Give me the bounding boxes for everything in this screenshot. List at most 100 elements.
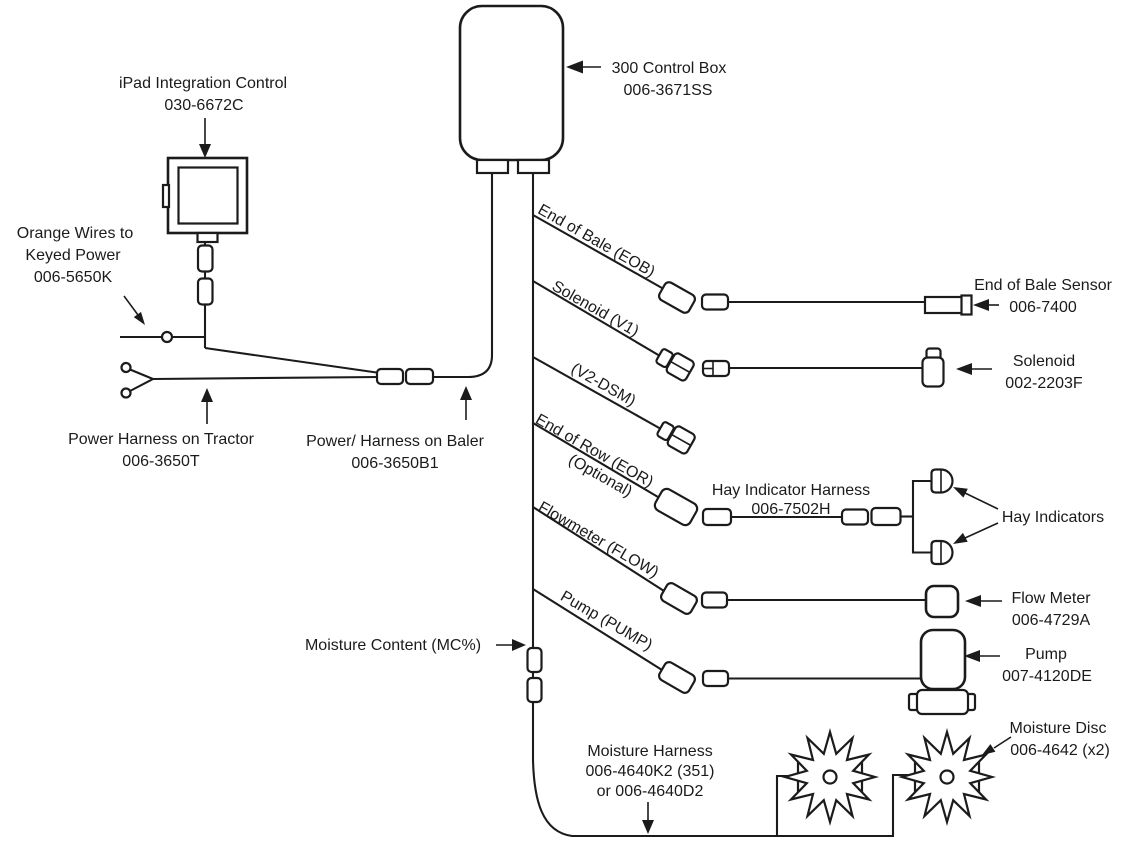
hay-pointer-top-line <box>964 492 999 510</box>
ipad-pointer-arrow-icon <box>199 144 211 158</box>
moisture-disc-pointer-arrow-icon <box>982 744 996 755</box>
ring-terminal-1 <box>120 361 132 374</box>
flow-plug <box>660 582 698 615</box>
tractor-harness-part: 006-3650T <box>122 453 200 470</box>
control-box-pointer-arrow-icon <box>566 60 583 74</box>
wire-control-to-baler-harness <box>433 173 494 379</box>
moisture-harness: Moisture Harness 006-4640K2 (351) or 006… <box>586 743 714 834</box>
branch-eob: End of Bale (EOB) End of Bale Sensor 006… <box>532 201 1113 316</box>
wire-pump <box>532 588 663 671</box>
eob-plug <box>657 281 697 314</box>
keyed-power: Orange Wires to Keyed Power 006-5650K <box>17 225 205 344</box>
eob-sensor-tip <box>960 294 973 316</box>
pump-label: Pump <box>1025 646 1067 663</box>
ring-terminal-2 <box>120 387 132 399</box>
flow-meter-body <box>924 584 960 619</box>
moisture-content: Moisture Content (MC%) <box>305 637 543 704</box>
keyed-power-label-1: Orange Wires to <box>17 225 134 242</box>
eob-sensor-body <box>923 295 964 315</box>
wire-v2 <box>532 356 662 430</box>
tractor-harness-label: Power Harness on Tractor <box>68 431 255 448</box>
hay-pointer-top-arrow-icon <box>953 487 968 498</box>
pump-body <box>919 628 967 691</box>
harness-connector-a <box>375 367 405 386</box>
flow-meter-label: Flow Meter <box>1011 590 1091 607</box>
pump-receptacle <box>701 669 730 688</box>
wire-v2-label: (V2-DSM) <box>568 360 638 410</box>
keyed-power-label-2: Keyed Power <box>25 247 121 264</box>
hay-pointer-bottom-line <box>964 522 999 539</box>
solenoid-pointer-arrow-icon <box>956 363 972 375</box>
flow-meter-part: 006-4729A <box>1012 612 1091 629</box>
hay-connector-a <box>840 508 870 526</box>
moisture-harness-label-1: Moisture Harness <box>587 743 712 760</box>
v1-plug-divider <box>670 360 691 374</box>
eor-plug <box>653 487 699 527</box>
disc-1-hub <box>822 769 838 785</box>
solenoid-label: Solenoid <box>1013 353 1075 370</box>
branch-v1: Solenoid (V1) Solenoid 002-2203F <box>532 278 1083 392</box>
flow-meter-pointer-arrow-icon <box>965 595 981 607</box>
keyed-power-bead <box>160 330 174 344</box>
flow-receptacle <box>700 591 729 609</box>
pump-pointer-arrow-icon <box>964 650 980 662</box>
wire-flow-label: Flowmeter (FLOW) <box>535 499 661 582</box>
moisture-harness-label-3: or 006-4640D2 <box>597 783 704 800</box>
wire-eor <box>532 422 659 498</box>
hay-harness-part: 006-7502H <box>751 501 830 518</box>
wire-hay-split-bottom <box>911 516 932 554</box>
wire-flow <box>532 506 665 592</box>
control-box-label: 300 Control Box <box>612 60 727 77</box>
baler-pointer-arrow-icon <box>460 386 472 400</box>
ipad-control-label: iPad Integration Control <box>119 75 287 92</box>
mc-connector-1 <box>526 646 543 674</box>
keyed-power-pointer-arrow-icon <box>133 311 145 325</box>
wire-eob <box>532 214 663 289</box>
pump-part: 007-4120DE <box>1002 668 1092 685</box>
hay-pointer-bottom-arrow-icon <box>953 532 968 544</box>
control-box-tab-left <box>475 158 510 175</box>
tractor-harness: Power Harness on Tractor 006-3650T <box>68 346 381 470</box>
disc-2-hub <box>939 769 955 785</box>
moisture-disc-part: 006-4642 (x2) <box>1010 742 1110 759</box>
ipad-integration-control: iPad Integration Control 030-6672C <box>119 75 287 348</box>
baler-harness-label: Power/ Harness on Baler <box>306 433 485 450</box>
baler-harness-part: 006-3650B1 <box>351 455 438 472</box>
v2-plug-divider <box>671 433 692 447</box>
mc-connector-2 <box>526 676 543 704</box>
monitor-side-button <box>161 183 171 209</box>
eob-sensor-pointer-arrow-icon <box>973 299 989 311</box>
ipad-control-part: 030-6672C <box>164 97 243 114</box>
hay-indicator-top <box>930 468 954 494</box>
harness-connector-b <box>404 367 435 386</box>
wire-hay-split-top <box>911 479 932 517</box>
tractor-harness-wire <box>152 375 381 381</box>
monitor-stand <box>196 231 219 244</box>
pump-base <box>915 688 970 716</box>
moisture-harness-pointer-arrow-icon <box>642 820 654 834</box>
solenoid-part: 002-2203F <box>1005 375 1083 392</box>
tractor-fork-top <box>129 368 154 380</box>
moisture-disc-1 <box>780 727 880 827</box>
moisture-disc-label: Moisture Disc <box>1010 720 1107 737</box>
hay-indicators-label: Hay Indicators <box>1002 509 1104 526</box>
wire-v1-label: Solenoid (V1) <box>549 278 642 341</box>
wire-pump-label: Pump (PUMP) <box>557 588 655 654</box>
solenoid-body <box>921 356 945 388</box>
hay-indicator-bottom <box>930 539 954 566</box>
monitor-connector-1 <box>196 244 214 273</box>
control-box-part: 006-3671SS <box>624 82 713 99</box>
hay-connector-b <box>870 506 902 527</box>
eob-sensor-part: 006-7400 <box>1009 299 1077 316</box>
moisture-disc-2 <box>897 727 997 827</box>
wire-v1 <box>532 280 661 357</box>
pump-plug <box>658 661 696 694</box>
control-box-tab-right <box>516 158 551 175</box>
mc-label: Moisture Content (MC%) <box>305 637 481 654</box>
hay-harness-label: Hay Indicator Harness <box>712 482 870 499</box>
monitor-screen <box>177 166 239 225</box>
moisture-disc-pointer-line <box>993 736 1012 749</box>
tractor-pointer-arrow-icon <box>201 388 213 402</box>
control-box-body <box>458 4 565 162</box>
